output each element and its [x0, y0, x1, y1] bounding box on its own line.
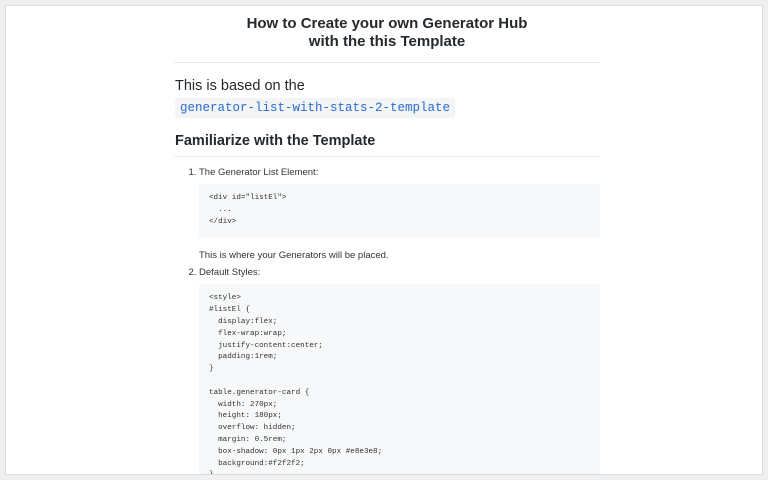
intro-paragraph: This is based on the generator-list-with… [174, 76, 600, 118]
page-frame: How to Create your own Generator Hub wit… [5, 5, 763, 475]
step-label: Default Styles: [199, 267, 261, 279]
intro-text: This is based on the [175, 78, 305, 94]
title-line-1: How to Create your own Generator Hub [246, 15, 528, 32]
step-item-1: The Generator List Element: <div id="lis… [199, 166, 600, 262]
step-item-2: Default Styles: <style> #listEl { displa… [199, 266, 600, 474]
section-heading: Familiarize with the Template [174, 132, 600, 157]
markdown-content: How to Create your own Generator Hub wit… [174, 6, 600, 474]
page-title: How to Create your own Generator Hub wit… [174, 6, 600, 63]
step-description: This is where your Generators will be pl… [199, 250, 389, 262]
title-line-2: with the this Template [308, 33, 466, 50]
steps-list: The Generator List Element: <div id="lis… [174, 166, 600, 474]
template-name-code: generator-list-with-stats-2-template [175, 98, 456, 118]
step-label: The Generator List Element: [199, 167, 319, 178]
code-block-list-element: <div id="listEl"> ... </div> [199, 184, 600, 238]
code-block-default-styles: <style> #listEl { display:flex; flex-wra… [199, 284, 600, 474]
